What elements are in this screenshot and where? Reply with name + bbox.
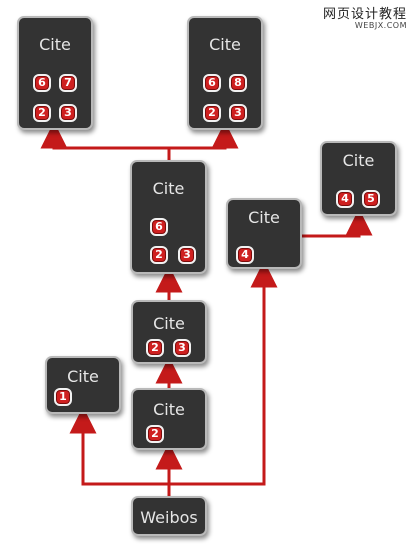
watermark-chinese: 网页设计教程 [322, 7, 407, 22]
badge-1: 1 [54, 388, 72, 406]
card-title: Cite [342, 151, 375, 170]
cite-card-top-left[interactable]: Cite 6 7 2 3 [17, 16, 93, 130]
cite-card-top-right[interactable]: Cite 6 8 2 3 [187, 16, 263, 130]
cite-card-left[interactable]: Cite 1 [45, 356, 121, 414]
badge-7: 7 [59, 74, 77, 92]
badge-6: 6 [203, 74, 221, 92]
badge-3: 3 [178, 246, 196, 264]
weibos-root-card[interactable]: Weibos [131, 496, 207, 536]
card-title: Cite [153, 314, 185, 333]
card-title: Cite [153, 400, 185, 419]
badge-6: 6 [33, 74, 51, 92]
badge-3: 3 [229, 104, 247, 122]
badge-2: 2 [146, 339, 164, 357]
badge-3: 3 [173, 339, 191, 357]
card-title: Cite [39, 35, 71, 54]
card-title: Cite [67, 367, 99, 386]
badge-2: 2 [146, 425, 164, 443]
badge-2: 2 [150, 246, 168, 264]
badge-5: 5 [362, 190, 380, 208]
cite-card-right-middle[interactable]: Cite 4 [226, 198, 302, 269]
badge-8: 8 [229, 74, 247, 92]
watermark-url: WEBJX.COM [354, 21, 407, 31]
watermark: 网页设计教程 WEBJX.COM [322, 7, 407, 31]
badge-2: 2 [203, 104, 221, 122]
cite-card-middle[interactable]: Cite 6 2 3 [130, 160, 207, 274]
root-title: Weibos [140, 508, 198, 527]
badge-6: 6 [150, 218, 168, 236]
cite-card-lower-middle[interactable]: Cite 2 3 [131, 300, 207, 364]
badge-4: 4 [336, 190, 354, 208]
cite-card-right-top[interactable]: Cite 4 5 [320, 141, 397, 216]
badge-4: 4 [236, 246, 254, 264]
badge-2: 2 [33, 104, 51, 122]
badge-3: 3 [59, 104, 77, 122]
card-title: Cite [152, 179, 185, 198]
card-title: Cite [209, 35, 241, 54]
card-title: Cite [248, 208, 280, 227]
cite-card-bottom-middle[interactable]: Cite 2 [131, 388, 207, 450]
